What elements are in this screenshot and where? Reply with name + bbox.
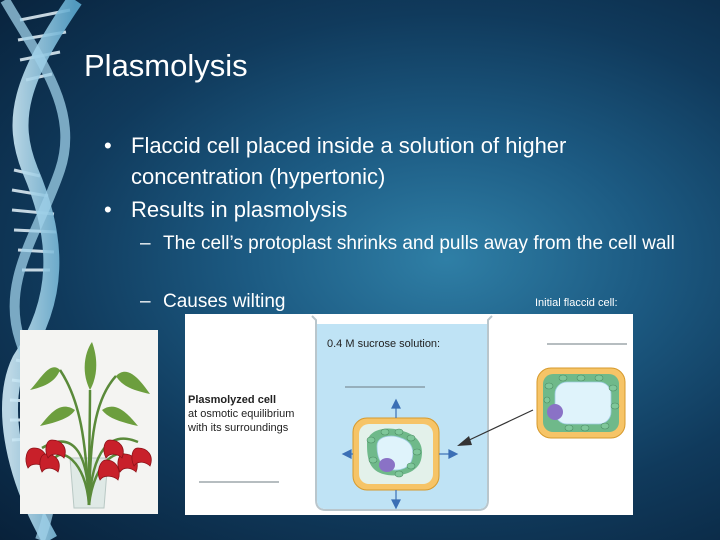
bullet-dot: • <box>104 133 112 158</box>
sub-bullet-dash: – <box>140 291 151 312</box>
wilted-flowers-image <box>20 330 158 514</box>
plasmolysis-diagram <box>185 314 633 515</box>
plasmolyzed-desc-line1: at osmotic equilibrium <box>188 408 295 420</box>
bullet-text: Flaccid cell placed inside a solution of… <box>131 133 567 189</box>
slide-title: Plasmolysis <box>84 48 248 83</box>
wilted-flowers-photo <box>20 330 158 514</box>
initial-cell-label: Initial flaccid cell: <box>535 297 618 309</box>
solution-label: 0.4 M sucrose solution: <box>327 338 441 350</box>
sub-bullet-text: Causes wilting <box>163 291 286 312</box>
sub-bullet-dash: – <box>140 233 151 254</box>
plasmolyzed-label: Plasmolyzed cell <box>188 394 277 406</box>
beaker <box>311 315 493 511</box>
plasmolyzed-desc-line2: with its surroundings <box>188 422 289 434</box>
initial-flaccid-cell <box>536 367 626 439</box>
bullet-text: Results in plasmolysis <box>131 197 348 222</box>
plasmolysis-figure: 0.4 M sucrose solution: Plasmolyzed cell… <box>185 314 633 515</box>
sub-bullet-text: The cell’s protoplast shrinks and pulls … <box>163 233 675 254</box>
bullet-dot: • <box>104 197 112 222</box>
plasmolyzed-cell <box>352 417 440 491</box>
